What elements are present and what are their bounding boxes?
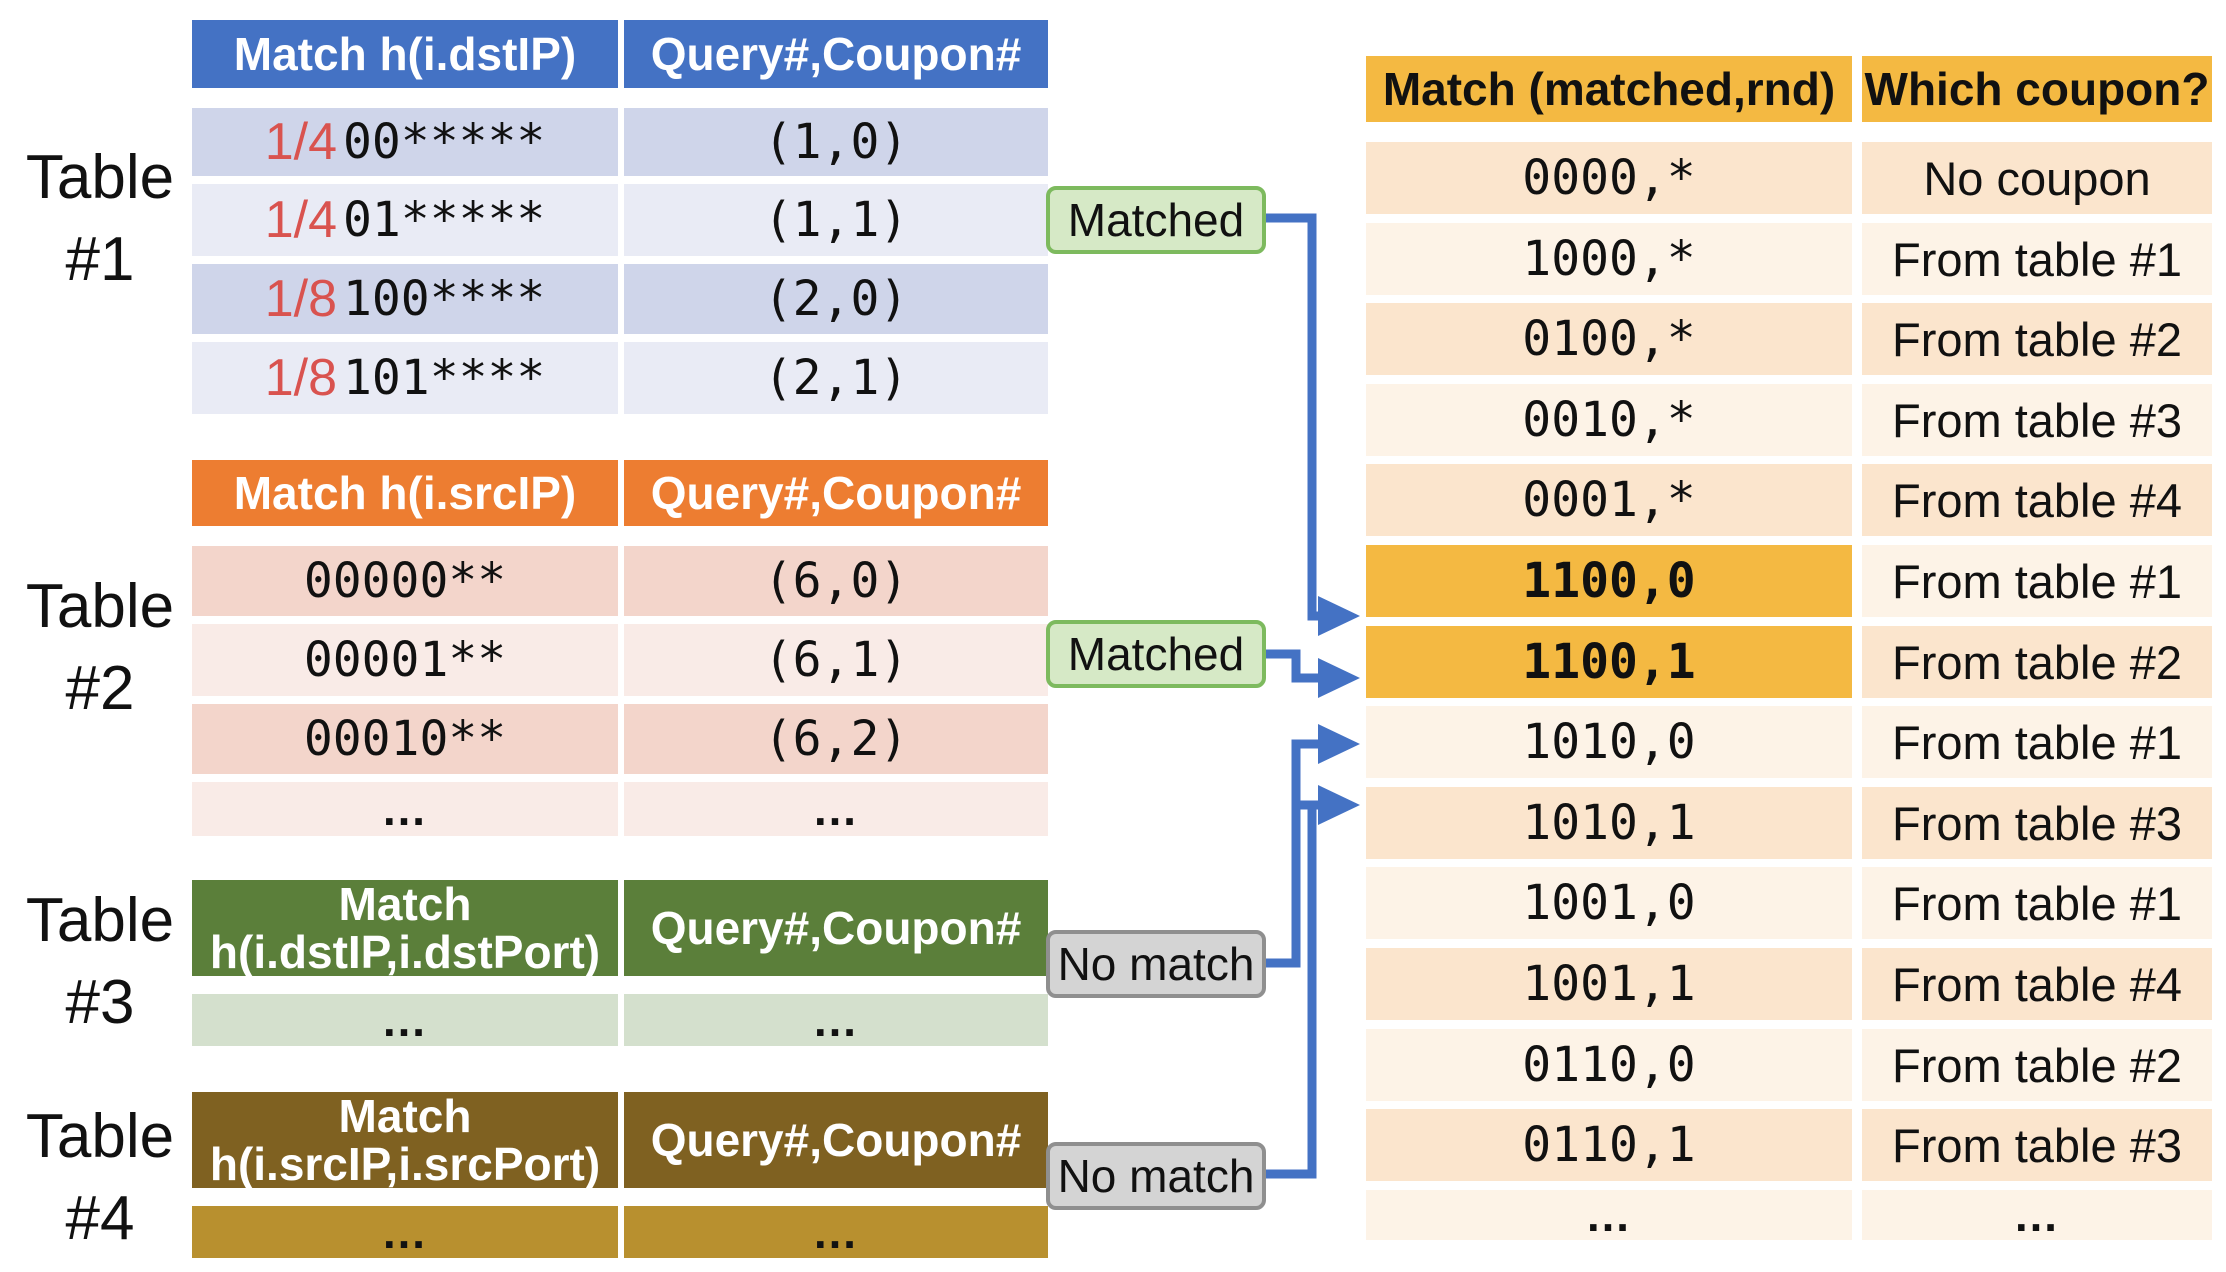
table-4-label: Table #4 bbox=[25, 1102, 175, 1253]
table-row: … bbox=[192, 994, 618, 1046]
result-row-coupon: From table #1 bbox=[1862, 706, 2212, 778]
table-3-header-value: Query#,Coupon# bbox=[624, 880, 1048, 976]
table-row-value: (6,0) bbox=[624, 546, 1048, 616]
result-row-match: … bbox=[1366, 1189, 1852, 1241]
table-3-label: Table #3 bbox=[25, 886, 175, 1037]
table-row-value: (6,2) bbox=[624, 704, 1048, 774]
connector-table-4 bbox=[1262, 805, 1317, 1179]
result-row-coupon: From table #3 bbox=[1862, 1109, 2212, 1181]
result-row-match: 1001,1 bbox=[1366, 948, 1852, 1020]
result-row-match: 1100,0 bbox=[1366, 545, 1852, 617]
result-row-coupon: From table #1 bbox=[1862, 223, 2212, 295]
table-1-header-value: Query#,Coupon# bbox=[624, 20, 1048, 88]
result-row-coupon: From table #3 bbox=[1862, 787, 2212, 859]
result-row-coupon: From table #2 bbox=[1862, 626, 2212, 698]
table-row: … bbox=[192, 1206, 618, 1258]
table-row-value: … bbox=[624, 782, 1048, 836]
result-row-match: 1000,* bbox=[1366, 223, 1852, 295]
result-row-match: 1010,1 bbox=[1366, 787, 1852, 859]
table-2-header-match: Match h(i.srcIP) bbox=[192, 460, 618, 526]
result-row-coupon: From table #1 bbox=[1862, 545, 2212, 617]
arrowhead-3 bbox=[1318, 724, 1360, 764]
result-row-match: 0001,* bbox=[1366, 464, 1852, 536]
table-row-value: (1,1) bbox=[624, 184, 1048, 256]
result-row-coupon: From table #4 bbox=[1862, 948, 2212, 1020]
result-row-coupon: From table #1 bbox=[1862, 867, 2212, 939]
arrowhead-1 bbox=[1318, 596, 1360, 636]
table-4-header-value: Query#,Coupon# bbox=[624, 1092, 1048, 1188]
table-row: 00010** bbox=[192, 704, 618, 774]
table-3-header-match: Match h(i.dstIP,i.dstPort) bbox=[192, 880, 618, 976]
result-row-match: 0100,* bbox=[1366, 303, 1852, 375]
result-row-coupon: No coupon bbox=[1862, 142, 2212, 214]
table-row-value: … bbox=[624, 1206, 1048, 1258]
result-row-match: 1100,1 bbox=[1366, 626, 1852, 698]
result-row-match: 0110,0 bbox=[1366, 1029, 1852, 1101]
no-match-badge-table-3: No match bbox=[1046, 930, 1266, 998]
connector-table-2 bbox=[1262, 649, 1322, 683]
result-row-match: 1010,0 bbox=[1366, 706, 1852, 778]
table-4-header-match: Match h(i.srcIP,i.srcPort) bbox=[192, 1092, 618, 1188]
table-1-label: Table #1 bbox=[25, 143, 175, 294]
table-row-value: (2,0) bbox=[624, 264, 1048, 334]
result-row-match: 0110,1 bbox=[1366, 1109, 1852, 1181]
table-row-value: (6,1) bbox=[624, 624, 1048, 696]
arrowhead-4 bbox=[1318, 785, 1360, 825]
result-row-coupon: From table #4 bbox=[1862, 464, 2212, 536]
table-row-value: … bbox=[624, 994, 1048, 1046]
table-row-value: (1,0) bbox=[624, 108, 1048, 176]
table-1-header-match: Match h(i.dstIP) bbox=[192, 20, 618, 88]
connector-table-3 bbox=[1262, 739, 1322, 968]
result-row-coupon: … bbox=[1862, 1189, 2212, 1241]
result-header-match: Match (matched,rnd) bbox=[1366, 56, 1852, 122]
table-row: 00001** bbox=[192, 624, 618, 696]
no-match-badge-table-4: No match bbox=[1046, 1142, 1266, 1210]
result-row-match: 0000,* bbox=[1366, 142, 1852, 214]
result-row-match: 1001,0 bbox=[1366, 867, 1852, 939]
matched-badge-table-1: Matched bbox=[1046, 186, 1266, 254]
table-2-header-value: Query#,Coupon# bbox=[624, 460, 1048, 526]
result-row-coupon: From table #2 bbox=[1862, 303, 2212, 375]
table-row: … bbox=[192, 782, 618, 836]
result-row-coupon: From table #2 bbox=[1862, 1029, 2212, 1101]
table-row-value: (2,1) bbox=[624, 342, 1048, 414]
connector-table-1 bbox=[1262, 213, 1322, 621]
table-2-label: Table #2 bbox=[25, 572, 175, 723]
arrowhead-2 bbox=[1318, 658, 1360, 698]
matched-badge-table-2: Matched bbox=[1046, 620, 1266, 688]
result-row-match: 0010,* bbox=[1366, 384, 1852, 456]
result-header-coupon: Which coupon? bbox=[1862, 56, 2212, 122]
table-row: 00000** bbox=[192, 546, 618, 616]
result-row-coupon: From table #3 bbox=[1862, 384, 2212, 456]
